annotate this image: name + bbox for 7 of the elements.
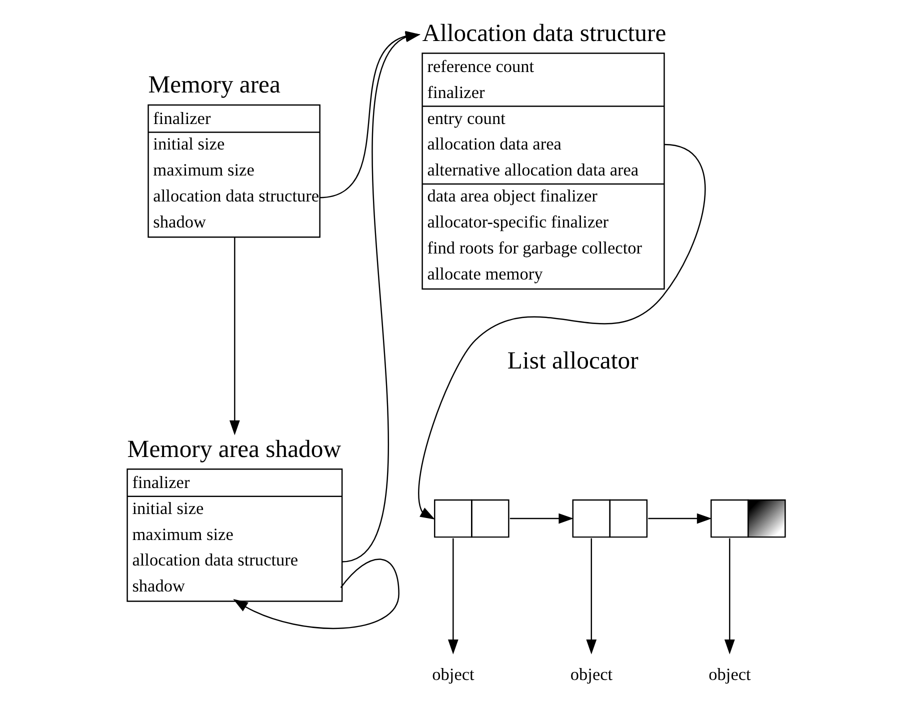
node-text: object — [708, 664, 750, 684]
node-label: Allocation data structure — [422, 20, 666, 47]
node-label: Memory area shadow — [126, 436, 341, 463]
node-text: object — [570, 664, 612, 684]
node-label: Memory area — [148, 72, 280, 99]
label: List allocator — [506, 348, 638, 375]
node-text: object — [432, 664, 474, 684]
